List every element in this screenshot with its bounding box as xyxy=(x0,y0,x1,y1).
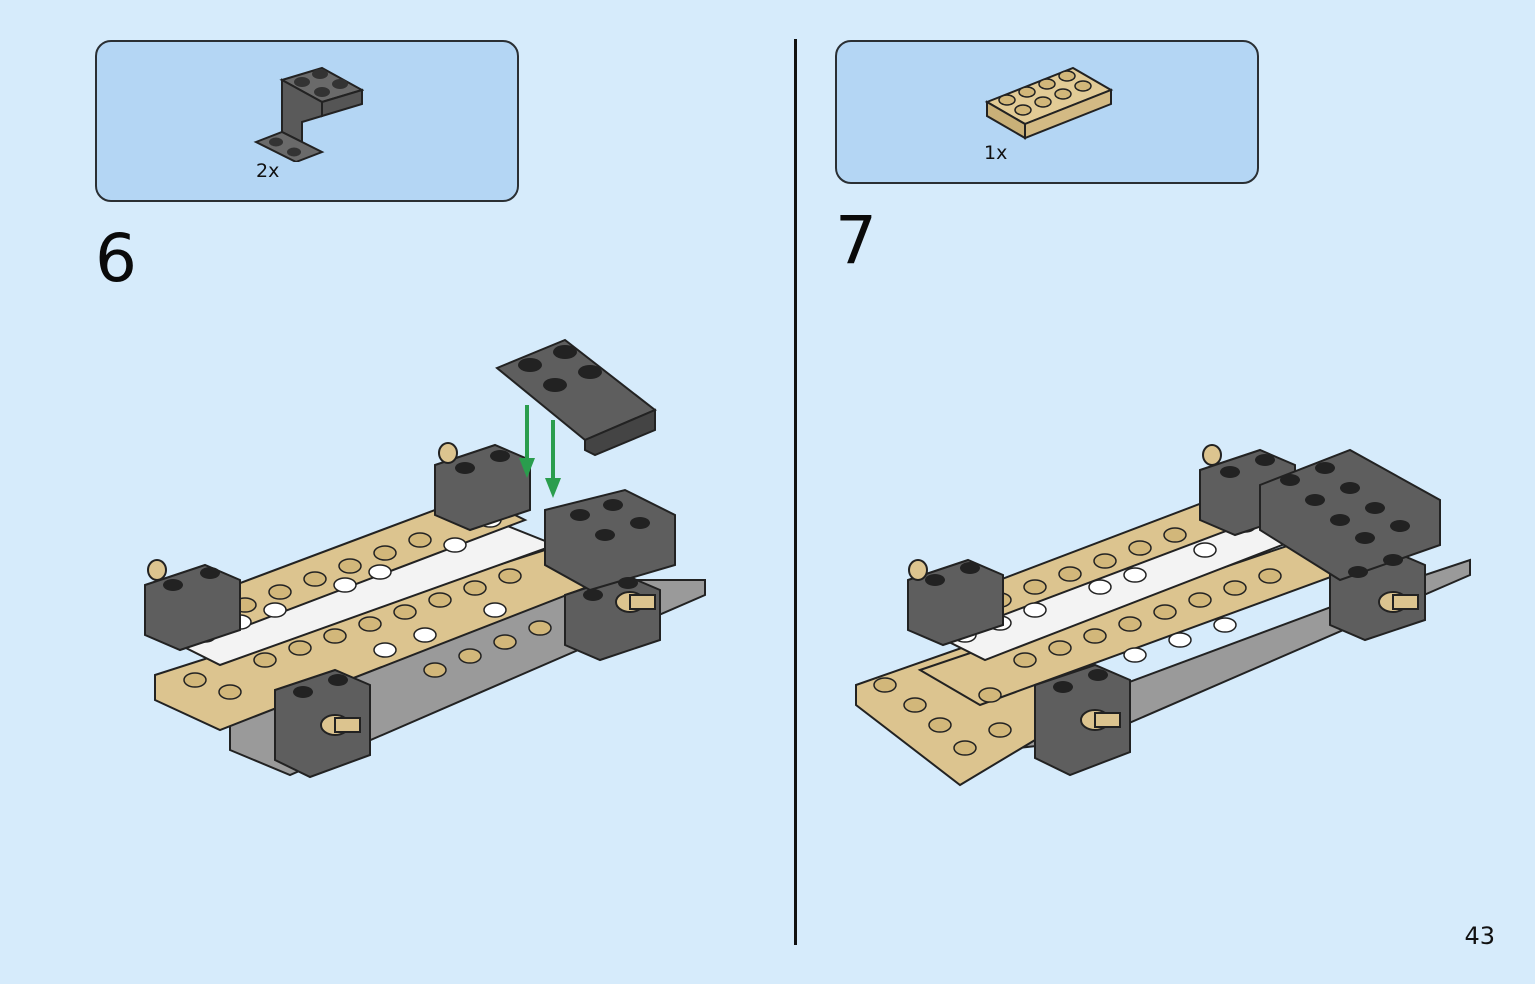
page-divider xyxy=(794,39,797,945)
part-quantity: 1x xyxy=(984,142,1008,164)
step-7-parts-box: 1x xyxy=(835,40,1259,184)
step-number: 7 xyxy=(835,202,877,279)
part-quantity: 2x xyxy=(256,160,280,182)
step-number: 6 xyxy=(95,220,137,297)
page-number: 43 xyxy=(1464,922,1495,950)
tan-plate-2x4-icon xyxy=(984,66,1114,140)
step-6-parts-box: 2x xyxy=(95,40,519,202)
dark-gray-bracket-icon xyxy=(253,66,364,162)
step-7-build-illustration xyxy=(855,444,1471,787)
step-6-build-illustration xyxy=(144,338,706,779)
